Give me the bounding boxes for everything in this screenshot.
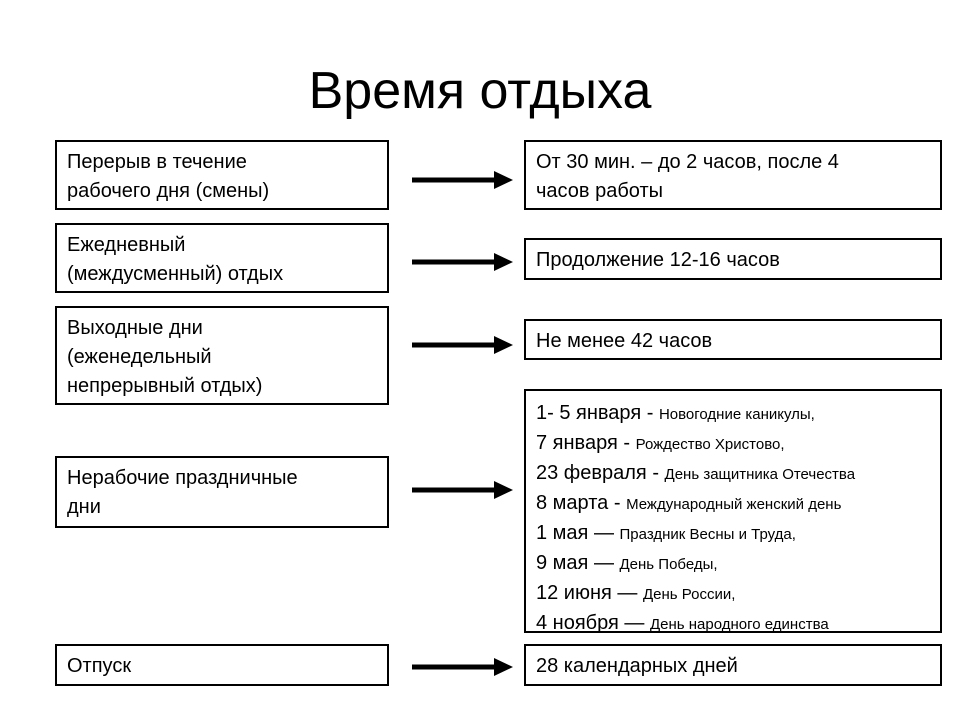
box-daily-rest-duration: Продолжение 12-16 часов: [524, 238, 942, 280]
arrow-icon: [412, 658, 513, 676]
holiday-item: 12 июня — День России,: [536, 582, 736, 604]
holiday-item: 7 января - Рождество Христово,: [536, 432, 785, 454]
holiday-item: 9 мая — День Победы,: [536, 552, 718, 574]
box-break: Перерыв в течение рабочего дня (смены): [55, 140, 389, 210]
arrow-icon: [412, 253, 513, 271]
arrow-icon: [412, 481, 513, 499]
arrow-icon: [412, 336, 513, 354]
box-vacation-duration: 28 календарных дней: [524, 644, 942, 686]
box-weekend-duration: Не менее 42 часов: [524, 319, 942, 360]
holiday-item: 1 мая — Праздник Весны и Труда,: [536, 522, 796, 544]
page-title: Время отдыха: [308, 62, 652, 120]
box-break-duration: От 30 мин. – до 2 часов, после 4 часов р…: [524, 140, 942, 210]
holiday-item: 23 февраля - День защитника Отечества: [536, 462, 856, 484]
holiday-item: 4 ноября — День народного единства: [536, 612, 829, 634]
box-holidays: Нерабочие праздничные дни: [55, 456, 389, 528]
box-vacation: Отпуск: [55, 644, 389, 686]
arrow-icon: [412, 171, 513, 189]
box-holiday-list: 1- 5 января - Новогодние каникулы, 7 янв…: [524, 389, 942, 634]
box-daily-rest: Ежедневный (междусменный) отдых: [55, 223, 389, 293]
box-weekend: Выходные дни (еженедельный непрерывный о…: [55, 306, 389, 405]
holiday-item: 8 марта - Международный женский день: [536, 492, 842, 514]
holiday-item: 1- 5 января - Новогодние каникулы,: [536, 402, 815, 424]
